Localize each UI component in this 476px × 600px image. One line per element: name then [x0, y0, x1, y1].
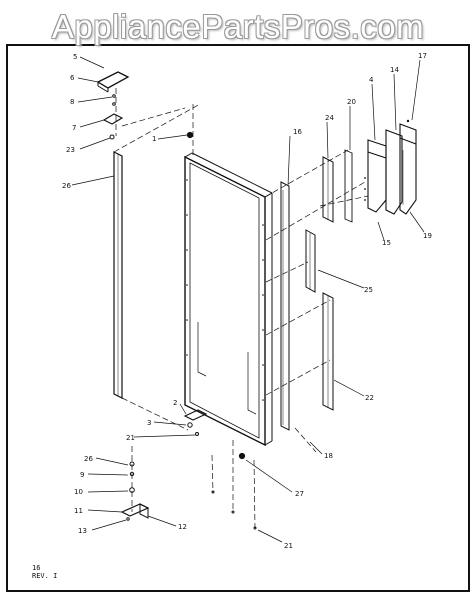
footer-page-number: 16 — [32, 564, 41, 572]
footer-revision: REV. I — [32, 572, 58, 580]
callout-17: 17 — [418, 52, 427, 60]
trim-pieces — [305, 149, 353, 411]
callout-5: 5 — [73, 53, 77, 61]
callout-8: 8 — [70, 98, 74, 106]
callout-6: 6 — [70, 74, 75, 82]
door-panel — [184, 152, 273, 447]
bottom-hinge-assembly — [120, 409, 257, 530]
callout-10: 10 — [74, 488, 83, 496]
breaker-strip — [280, 181, 290, 431]
gasket-strip — [113, 151, 123, 399]
callout-2: 2 — [173, 399, 177, 407]
callout-1: 1 — [152, 135, 156, 143]
leader-lines — [71, 56, 425, 543]
callout-3: 3 — [147, 419, 151, 427]
callout-26-bottom: 26 — [84, 455, 93, 463]
alignment-lines — [113, 88, 369, 529]
callout-20: 20 — [347, 98, 356, 106]
handle-assembly — [364, 119, 417, 215]
callout-labels: 5 6 8 7 23 1 26 16 24 20 4 14 17 15 19 2… — [62, 52, 432, 550]
callout-19: 19 — [423, 232, 432, 240]
callout-18: 18 — [324, 452, 333, 460]
site-watermark: AppliancePartsPros.com — [51, 8, 425, 45]
callout-12: 12 — [178, 523, 187, 531]
callout-13: 13 — [78, 527, 87, 535]
callout-22: 22 — [365, 394, 374, 402]
top-hinge-assembly — [96, 71, 194, 140]
callout-4: 4 — [369, 76, 374, 84]
callout-15: 15 — [382, 239, 391, 247]
diagram-frame — [6, 44, 470, 592]
callout-11: 11 — [74, 507, 83, 515]
callout-24: 24 — [325, 114, 334, 122]
callout-7: 7 — [72, 124, 76, 132]
callout-9: 9 — [80, 471, 84, 479]
callout-21-upper: 21 — [126, 434, 135, 442]
callout-21-lower: 21 — [284, 542, 293, 550]
callout-26-top: 26 — [62, 182, 71, 190]
callout-16: 16 — [293, 128, 302, 136]
callout-25: 25 — [364, 286, 373, 294]
callout-23: 23 — [66, 146, 75, 154]
callout-14: 14 — [390, 66, 399, 74]
callout-27: 27 — [295, 490, 304, 498]
